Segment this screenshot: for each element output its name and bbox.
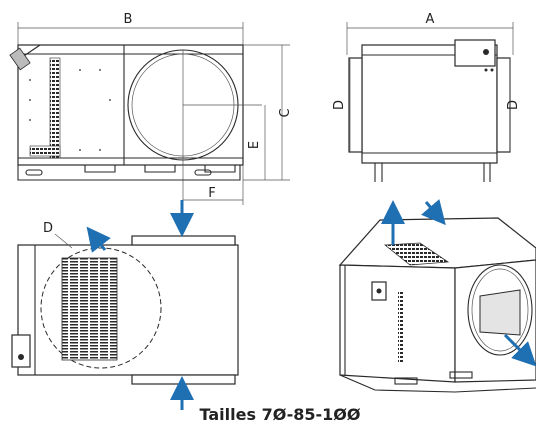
dimension-d-right-label: D xyxy=(506,100,521,110)
top-view: D xyxy=(11,200,239,410)
dimension-a-label: A xyxy=(426,12,435,27)
side-view: A D D xyxy=(332,12,521,182)
caption: Tailles 7Ø-85-1ØØ xyxy=(200,405,361,424)
isometric-view xyxy=(338,199,536,393)
dimension-b-label: B xyxy=(124,12,133,27)
top-grille xyxy=(61,257,118,361)
iso-airflow-duct-arrow xyxy=(503,333,536,367)
dimension-d-left-label: D xyxy=(332,100,347,110)
front-view: B C E xyxy=(9,12,293,205)
iso-airflow-in-arrow xyxy=(421,199,446,226)
dimension-d-top-label: D xyxy=(43,221,53,236)
dimension-e-label: E xyxy=(247,141,262,149)
dimension-f-label: F xyxy=(208,186,215,201)
iso-duct-opening xyxy=(467,264,533,356)
airflow-out-arrow xyxy=(86,226,111,253)
iso-top-grille xyxy=(383,242,450,266)
top-body xyxy=(17,244,239,376)
control-box xyxy=(454,39,496,67)
dimension-c-label: C xyxy=(278,108,293,117)
